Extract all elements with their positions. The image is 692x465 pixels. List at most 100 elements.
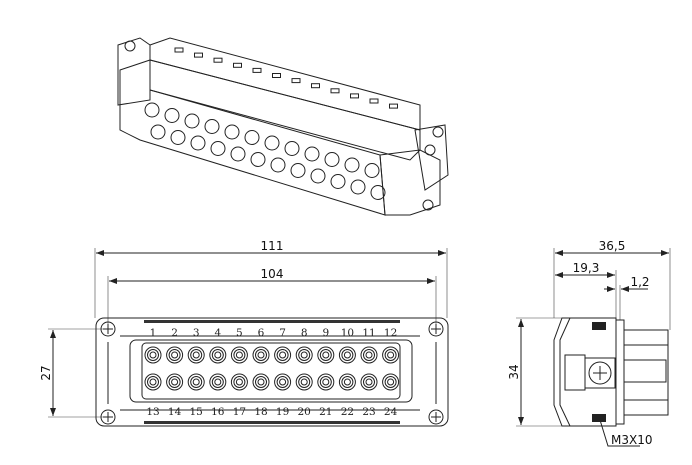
contact-socket <box>230 346 248 364</box>
iso-contact-hole <box>170 130 186 145</box>
pin-number-label: 9 <box>322 327 329 339</box>
pin-number-label: 20 <box>298 406 311 418</box>
contact-socket-hole <box>192 378 200 386</box>
contact-socket-hole <box>322 378 330 386</box>
contact-socket-hole <box>257 378 265 386</box>
contact-socket-hole <box>387 378 395 386</box>
contact-socket-inner <box>233 376 246 388</box>
pin-number-label: 2 <box>171 327 178 339</box>
iso-contact-hole <box>210 141 226 156</box>
thread-insert-bottom <box>592 414 606 422</box>
iso-contact-hole <box>310 168 326 184</box>
pin-number-label: 3 <box>193 327 200 339</box>
iso-contact-hole <box>270 157 286 173</box>
pin-number-label: 4 <box>214 327 221 339</box>
contact-socket-inner <box>298 349 311 361</box>
iso-slot <box>233 62 242 68</box>
pin-number-label: 11 <box>362 327 375 339</box>
contact-socket <box>338 346 356 364</box>
iso-contact-hole <box>230 146 246 162</box>
pin-number-label: 6 <box>258 327 265 339</box>
contact-socket <box>209 346 227 364</box>
iso-slot <box>389 103 398 109</box>
contact-socket-inner <box>168 376 181 388</box>
screw-head-icon <box>588 361 612 385</box>
contact-socket-hole <box>279 378 287 386</box>
contact-socket-inner <box>276 376 289 388</box>
contact-socket-inner <box>384 376 397 388</box>
contact-socket <box>295 346 313 364</box>
contact-socket-inner <box>168 349 181 361</box>
screw-cross <box>431 412 441 422</box>
contact-socket <box>274 373 292 391</box>
contact-socket-inner <box>211 349 224 361</box>
pin-number-label: 22 <box>341 406 354 418</box>
pin-number-label: 7 <box>279 327 286 339</box>
iso-contact-hole <box>364 163 380 178</box>
contact-socket-hole <box>214 351 222 359</box>
mounting-screw-icon <box>428 409 444 425</box>
contact-socket <box>187 373 205 391</box>
contact-socket-inner <box>363 376 375 388</box>
pin-number-label: 19 <box>276 406 289 418</box>
iso-contact-hole <box>304 146 320 162</box>
iso-contact-hole <box>370 185 386 200</box>
screw-cross <box>103 324 113 334</box>
iso-contact-hole <box>190 135 206 151</box>
contact-socket <box>360 373 378 391</box>
iso-slot <box>252 67 262 73</box>
screw-cross <box>431 324 441 334</box>
contact-socket-hole <box>171 378 179 386</box>
pin-number-label: 10 <box>341 327 354 339</box>
isometric-view <box>117 37 449 216</box>
pin-number-label: 18 <box>254 406 267 418</box>
contact-socket <box>166 346 184 364</box>
contact-socket <box>144 346 162 364</box>
contact-socket-inner <box>276 349 289 361</box>
mounting-screw-icon <box>428 321 444 337</box>
contact-socket-inner <box>384 349 397 361</box>
front-view: 111 104 27 11321431541651761871982092110… <box>39 239 449 427</box>
iso-contact-hole <box>284 141 300 156</box>
pin-number-label: 12 <box>384 327 397 339</box>
pin-number-label: 21 <box>319 406 332 418</box>
pin-number-label: 1 <box>150 327 157 339</box>
dim-flange: 1,2 <box>630 275 649 289</box>
contact-socket-hole <box>365 351 373 359</box>
contact-socket <box>187 346 205 364</box>
contact-socket <box>252 373 270 391</box>
pin-number-label: 24 <box>384 406 398 418</box>
iso-contact-hole <box>244 130 260 145</box>
contact-socket-inner <box>190 349 203 361</box>
iso-contact-hole <box>324 152 340 167</box>
contact-socket <box>209 373 227 391</box>
contact-socket-hole <box>387 351 395 359</box>
iso-contact-hole <box>350 179 366 195</box>
contact-socket-inner <box>255 349 267 361</box>
dim-overall-width: 111 <box>261 239 284 253</box>
iso-contact-hole <box>150 124 166 140</box>
contact-socket-hole <box>300 378 308 386</box>
iso-contact-hole <box>164 108 180 123</box>
contact-socket-hole <box>235 351 243 359</box>
mounting-screw-icon <box>100 409 116 425</box>
contact-socket-hole <box>343 378 351 386</box>
contact-socket-hole <box>149 378 157 386</box>
contact-socket-hole <box>149 351 157 359</box>
iso-slot <box>350 93 359 99</box>
pin-number-label: 14 <box>168 406 182 418</box>
iso-contact-hole <box>184 113 200 129</box>
contact-socket-hole <box>257 351 265 359</box>
flange-outline <box>95 317 449 427</box>
dim-screw-spacing: 104 <box>261 267 284 281</box>
pin-number-label: 13 <box>146 406 159 418</box>
iso-contact-hole <box>290 163 306 178</box>
iso-contact-hole <box>224 124 240 140</box>
screw-label: M3X10 <box>611 433 652 447</box>
contact-socket <box>295 373 313 391</box>
dim-screw-vertical: 27 <box>39 365 53 380</box>
dim-front-depth: 19,3 <box>573 261 600 275</box>
contact-socket-inner <box>319 376 332 388</box>
contact-socket <box>317 346 335 364</box>
contact-socket-inner <box>298 376 311 388</box>
